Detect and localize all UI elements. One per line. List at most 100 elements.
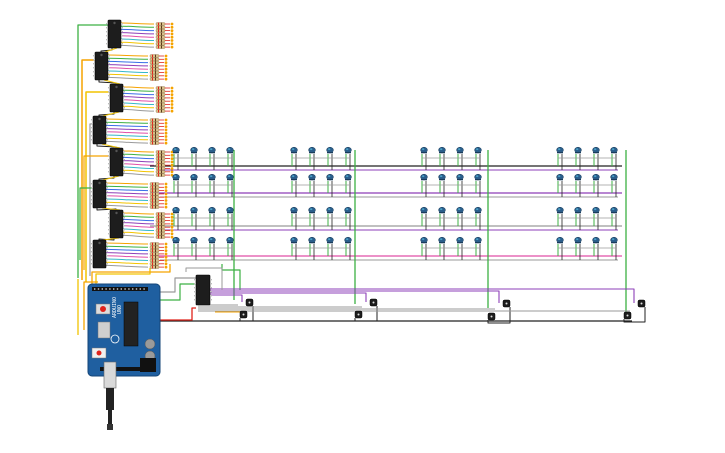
led-icon[interactable] [456,206,464,214]
led-icon[interactable] [592,206,600,214]
led-icon[interactable] [474,206,482,214]
ic-chip-icon[interactable] [109,147,124,177]
led-icon[interactable] [344,236,352,244]
led-icon[interactable] [190,206,198,214]
chip-pin [106,259,108,261]
led-icon[interactable] [474,236,482,244]
led-icon[interactable] [326,206,334,214]
led-icon[interactable] [290,236,298,244]
ic-chip-icon[interactable] [109,83,124,113]
led-icon[interactable] [574,236,582,244]
led-icon[interactable] [326,173,334,181]
led-icon[interactable] [574,173,582,181]
led-icon[interactable] [574,146,582,154]
led-icon[interactable] [208,206,216,214]
led-icon[interactable] [420,146,428,154]
chip-pin [106,39,108,41]
led-icon[interactable] [438,206,446,214]
led-icon[interactable] [556,236,564,244]
led-highlight [310,238,313,241]
led-icon[interactable] [438,236,446,244]
ic-chip-icon[interactable] [195,274,211,306]
led-icon[interactable] [344,146,352,154]
led-icon[interactable] [190,236,198,244]
led-icon[interactable] [610,173,618,181]
fan-wire [107,54,149,57]
fan-wire [122,108,155,112]
led-icon[interactable] [308,236,316,244]
led-icon[interactable] [290,206,298,214]
led-icon[interactable] [308,206,316,214]
led-icon[interactable] [326,236,334,244]
chip-pin [194,295,196,297]
led-icon[interactable] [172,146,180,154]
ic-chip-icon[interactable] [94,51,109,81]
led-highlight [346,238,349,241]
led-icon[interactable] [326,146,334,154]
microcontroller-chip [123,301,139,347]
led-icon[interactable] [574,206,582,214]
led-icon[interactable] [208,146,216,154]
led-tip [170,109,174,113]
led-icon[interactable] [438,173,446,181]
led-icon[interactable] [208,173,216,181]
reset-button-cap [100,306,106,312]
resistor-icon [155,92,166,97]
led-tip [164,125,168,128]
led-icon[interactable] [226,173,234,181]
led-icon[interactable] [172,206,180,214]
chip-pin [93,55,95,57]
led-icon[interactable] [208,236,216,244]
led-icon[interactable] [456,173,464,181]
led-icon[interactable] [592,173,600,181]
fan-wire [105,245,149,248]
led-icon[interactable] [556,206,564,214]
ic-chip-icon[interactable] [109,209,124,239]
led-highlight [310,208,313,211]
led-icon[interactable] [592,236,600,244]
led-icon[interactable] [438,146,446,154]
led-icon[interactable] [226,236,234,244]
led-tip [170,219,174,223]
led-icon[interactable] [456,236,464,244]
chip-pin [123,217,125,219]
led-icon[interactable] [474,173,482,181]
digital-header[interactable] [92,287,148,291]
ic-chip-icon[interactable] [92,179,107,209]
led-icon[interactable] [556,146,564,154]
led-icon[interactable] [420,236,428,244]
led-icon[interactable] [592,146,600,154]
usb-plug-icon[interactable] [103,361,117,389]
led-rim [309,152,315,154]
led-highlight [612,175,615,178]
led-icon[interactable] [344,206,352,214]
led-icon[interactable] [190,173,198,181]
usb-port[interactable] [97,321,111,339]
ic-chip-icon[interactable] [92,115,107,145]
led-icon[interactable] [172,173,180,181]
led-icon[interactable] [308,146,316,154]
led-icon[interactable] [226,206,234,214]
led-icon[interactable] [172,236,180,244]
led-icon[interactable] [308,173,316,181]
led-icon[interactable] [420,173,428,181]
resistor-icon [155,222,166,226]
led-icon[interactable] [290,146,298,154]
led-icon[interactable] [420,206,428,214]
ic-chip-icon[interactable] [107,19,122,49]
power-jack[interactable] [140,358,156,372]
led-icon[interactable] [344,173,352,181]
led-icon[interactable] [190,146,198,154]
led-icon[interactable] [610,146,618,154]
led-icon[interactable] [456,146,464,154]
led-icon[interactable] [226,146,234,154]
transistor-dot [357,313,360,316]
analog-header[interactable] [100,367,146,371]
led-icon[interactable] [610,206,618,214]
led-icon[interactable] [556,173,564,181]
ic-chip-icon[interactable] [92,239,107,269]
led-icon[interactable] [290,173,298,181]
led-icon[interactable] [610,236,618,244]
led-icon[interactable] [474,146,482,154]
